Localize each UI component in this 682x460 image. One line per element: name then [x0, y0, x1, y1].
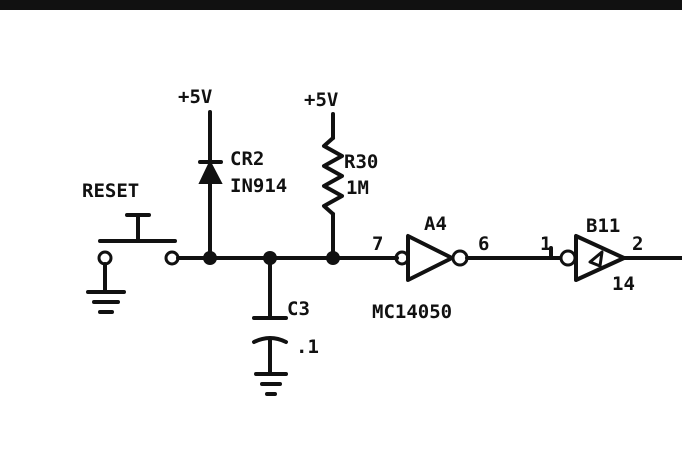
top-border-bar [0, 0, 682, 10]
junction-node-left [203, 251, 217, 265]
reset-label: RESET [82, 180, 139, 202]
resistor-r30-symbol [322, 136, 344, 216]
supply-left-label: +5V [178, 86, 212, 108]
inverter-a-pin-in: 7 [372, 233, 383, 255]
supply-right-label: +5V [304, 89, 338, 111]
inverter-b-ref-label: B11 [586, 215, 620, 237]
inverter-a4-symbol [394, 234, 469, 282]
capacitor-value-label: .1 [296, 336, 319, 358]
diode-part-label: IN914 [230, 175, 287, 197]
capacitor-ref-label: C3 [287, 298, 310, 320]
diode-ref-label: CR2 [230, 148, 264, 170]
inverter-b-pin-extra: 14 [612, 273, 635, 295]
resistor-ref-label: R30 [344, 151, 378, 173]
capacitor-c3-symbol [252, 316, 288, 374]
junction-node-mid [263, 251, 277, 265]
reset-switch [97, 213, 180, 266]
switch-ground-symbol [86, 262, 126, 314]
inverter-b11-symbol [559, 234, 626, 282]
capacitor-ground-symbol [254, 372, 288, 396]
inverter-b-pin-out: 2 [632, 233, 643, 255]
inverter-a-pin-out: 6 [478, 233, 489, 255]
diode-cr2-symbol [198, 159, 223, 184]
junction-node-right [326, 251, 340, 265]
resistor-value-label: 1M [346, 177, 369, 199]
inverter-b-pin-in: 1 [540, 233, 551, 255]
inverter-a-ref-label: A4 [424, 213, 447, 235]
inverter-a-part-label: MC14050 [372, 301, 452, 323]
